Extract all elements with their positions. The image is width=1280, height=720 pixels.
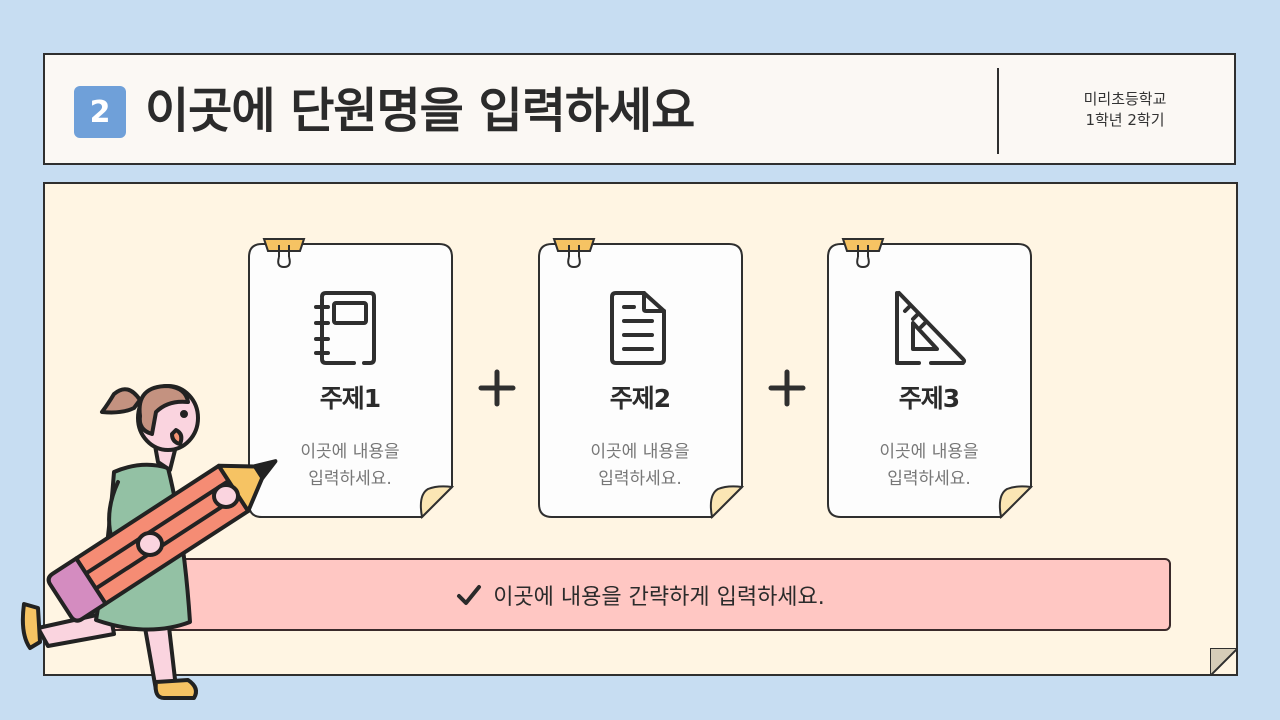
triangle-ruler-icon xyxy=(895,291,966,365)
card-paper xyxy=(538,243,744,519)
girl-carrying-pencil-illustration xyxy=(20,384,278,700)
document-icon xyxy=(610,291,666,365)
page-title[interactable]: 이곳에 단원명을 입력하세요 xyxy=(145,83,695,139)
card-desc-line: 이곳에 내용을 xyxy=(300,442,400,462)
topic-card-3[interactable]: 주제3 이곳에 내용을 입력하세요. xyxy=(827,238,1033,519)
card-paper xyxy=(827,243,1033,519)
card-title: 주제2 xyxy=(609,384,671,413)
plus-icon xyxy=(478,369,516,407)
topic-card-2[interactable]: 주제2 이곳에 내용을 입력하세요. xyxy=(538,238,744,519)
notebook-icon xyxy=(314,291,376,365)
grade-semester: 1학년 2학기 xyxy=(1085,111,1165,129)
school-info: 미리초등학교 1학년 2학기 xyxy=(1025,89,1225,131)
header-panel: 2 이곳에 단원명을 입력하세요 미리초등학교 1학년 2학기 xyxy=(43,53,1236,165)
card-desc-line: 입력하세요. xyxy=(887,469,971,489)
card-paper xyxy=(248,243,454,519)
plus-icon xyxy=(768,369,806,407)
card-desc-line: 입력하세요. xyxy=(308,469,392,489)
card-description: 이곳에 내용을 입력하세요. xyxy=(827,439,1031,493)
unit-number-badge: 2 xyxy=(74,86,126,138)
binder-clip-icon xyxy=(841,238,885,269)
header-divider xyxy=(997,68,999,154)
card-desc-line: 이곳에 내용을 xyxy=(879,442,979,462)
summary-bar[interactable]: 이곳에 내용을 간략하게 입력하세요. xyxy=(109,558,1171,631)
binder-clip-icon xyxy=(262,238,306,269)
card-desc-line: 이곳에 내용을 xyxy=(590,442,690,462)
topic-card-1[interactable]: 주제1 이곳에 내용을 입력하세요. xyxy=(248,238,454,519)
binder-clip-icon xyxy=(552,238,596,269)
card-title: 주제1 xyxy=(319,384,381,413)
card-title: 주제3 xyxy=(898,384,960,413)
school-name: 미리초등학교 xyxy=(1083,90,1167,108)
card-desc-line: 입력하세요. xyxy=(598,469,682,489)
summary-text: 이곳에 내용을 간략하게 입력하세요. xyxy=(493,584,825,610)
checkmark-icon xyxy=(457,584,482,605)
card-description: 이곳에 내용을 입력하세요. xyxy=(538,439,742,493)
card-description: 이곳에 내용을 입력하세요. xyxy=(248,439,452,493)
page-fold-icon xyxy=(1210,648,1238,676)
